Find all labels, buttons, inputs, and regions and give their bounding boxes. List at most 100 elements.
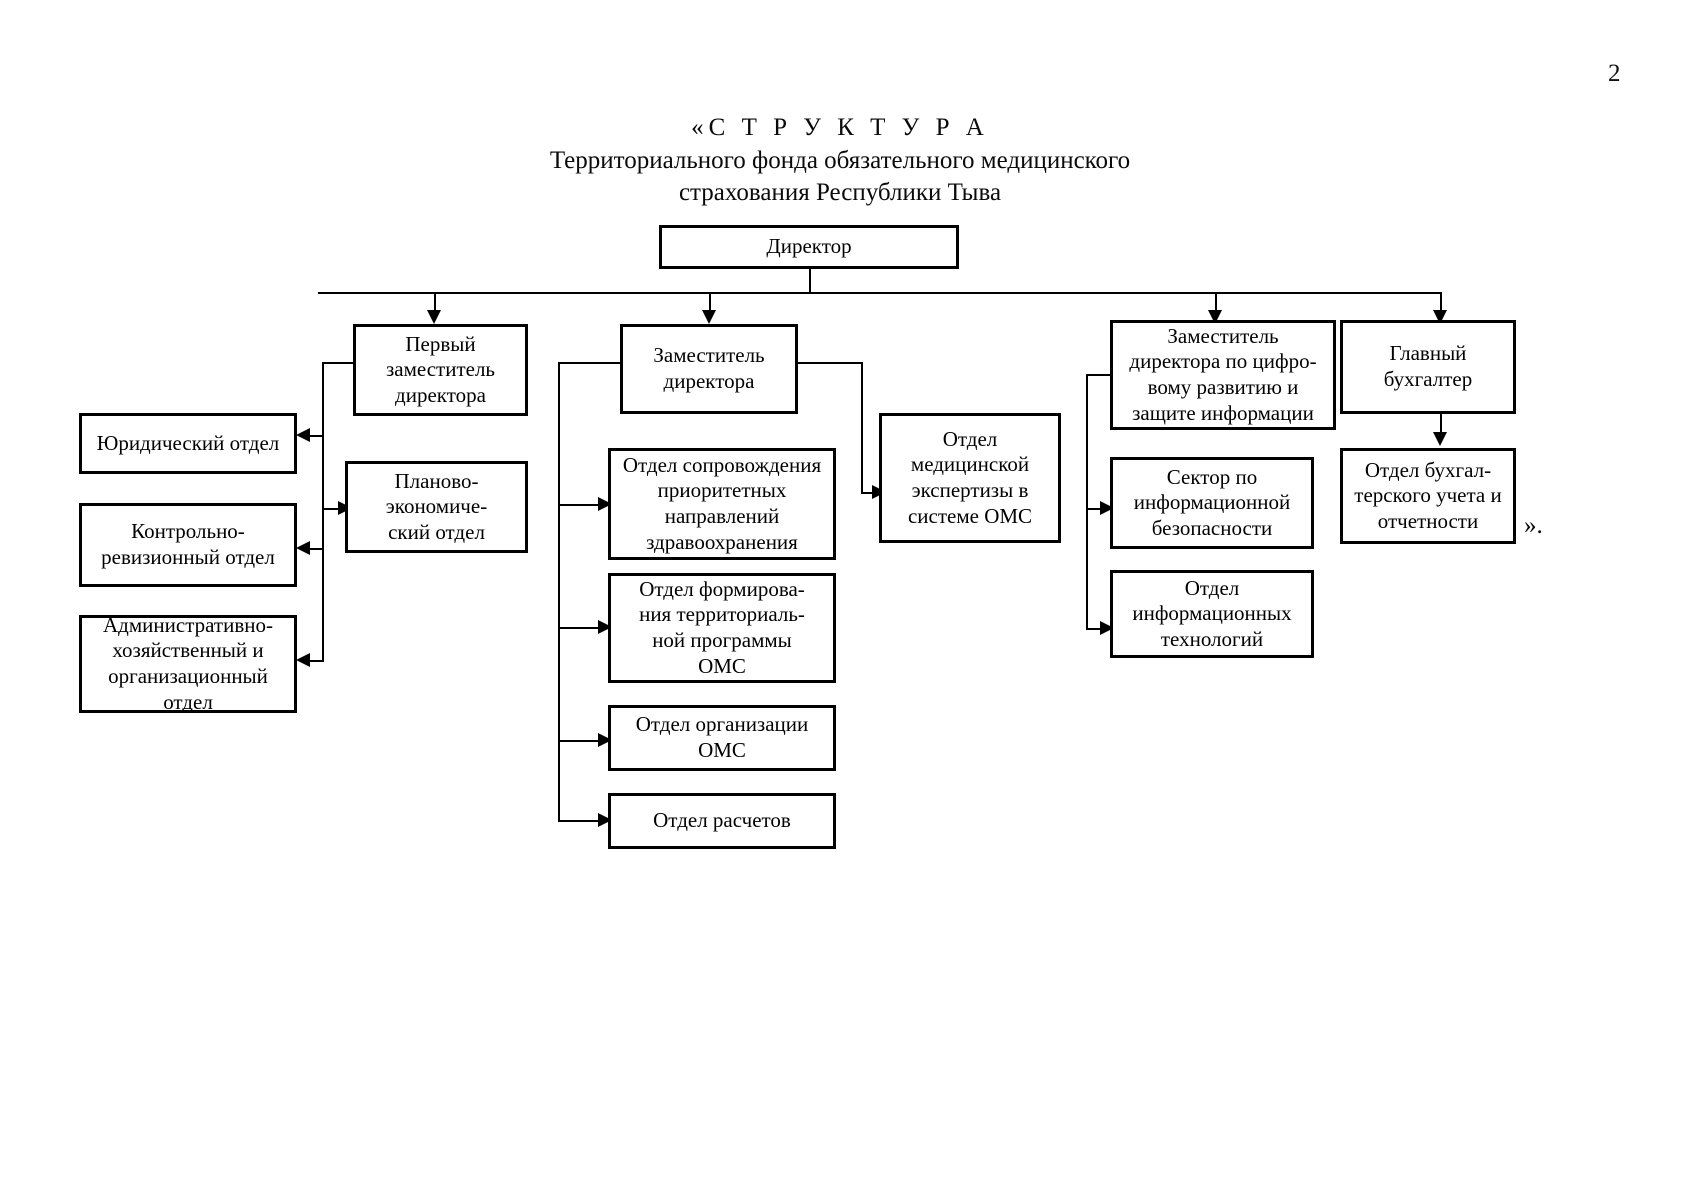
node-program-dept-line-2: ния территориаль-: [639, 602, 805, 627]
node-accounting-dept[interactable]: Отдел бухгал- терского учета и отчетност…: [1340, 448, 1516, 544]
connector-main-bus: [318, 292, 1442, 294]
node-infosec-line-1: Сектор по: [1166, 464, 1258, 489]
node-planning-dept-line-1: Планово-: [394, 468, 479, 493]
node-priority-dept[interactable]: Отдел сопровождения приоритетных направл…: [608, 448, 836, 560]
node-admin-dept-line-1: Административно-: [103, 612, 273, 637]
node-it-dept[interactable]: Отдел информационных технологий: [1110, 570, 1314, 658]
node-priority-dept-line-2: приоритетных: [657, 478, 787, 503]
node-deputy-digital-line-2: директора по цифро-: [1129, 349, 1317, 374]
connector-deputy-director-out-right: [797, 362, 863, 364]
connector-drop-first-deputy: [434, 292, 436, 316]
connector-director-stem: [809, 266, 811, 293]
node-admin-dept-line-2: хозяйственный и: [112, 638, 264, 663]
node-first-deputy-line-2: заместитель: [385, 357, 496, 382]
node-director-label: Директор: [766, 234, 852, 259]
connector-chief-accountant-down: [1440, 413, 1442, 440]
node-program-dept-line-1: Отдел формирова-: [639, 576, 805, 601]
node-settlements-dept-label: Отдел расчетов: [653, 808, 791, 833]
node-chief-accountant-line-2: бухгалтер: [1383, 367, 1473, 391]
node-priority-dept-line-3: направлений: [664, 504, 780, 528]
node-infosec-line-2: информационной: [1133, 490, 1291, 515]
page-number: 2: [1608, 60, 1621, 87]
node-first-deputy-line-3: директора: [395, 382, 486, 407]
connector-drop-deputy-director: [709, 292, 711, 316]
connector-med-expertise-spine: [861, 362, 863, 494]
arrow-to-accounting-dept: [1433, 432, 1447, 446]
node-deputy-digital-line-3: вому развитию и: [1147, 375, 1299, 399]
connector-drop-deputy-digital: [1215, 292, 1217, 316]
connector-to-planning-dept: [322, 508, 342, 510]
arrow-to-legal-dept: [296, 428, 310, 442]
connector-drop-chief-accountant: [1440, 292, 1442, 316]
node-audit-dept-line-2: ревизионный отдел: [101, 545, 275, 569]
connector-to-legal-dept: [302, 435, 324, 437]
connector-deputy-director-out-left: [558, 362, 620, 364]
connector-to-audit-dept: [302, 548, 324, 550]
node-med-expertise-line-3: экспертизы в: [911, 478, 1029, 502]
node-settlements-dept[interactable]: Отдел расчетов: [608, 793, 836, 849]
node-oms-org-dept[interactable]: Отдел организации ОМС: [608, 705, 836, 771]
node-priority-dept-line-1: Отдел сопровождения: [622, 452, 822, 477]
node-accounting-line-2: терского учета и: [1354, 483, 1502, 508]
node-chief-accountant-line-1: Главный: [1389, 341, 1467, 366]
connector-to-settlements-dept: [558, 820, 606, 822]
connector-deputy-digital-out: [1086, 374, 1118, 376]
node-deputy-digital-line-1: Заместитель: [1167, 323, 1279, 348]
node-deputy-director-line-1: Заместитель: [653, 343, 765, 368]
node-oms-org-dept-line-2: ОМС: [698, 738, 746, 762]
connector-left-spine: [322, 362, 324, 662]
node-program-dept[interactable]: Отдел формирова- ния территориаль- ной п…: [608, 573, 836, 683]
node-admin-dept-line-3: организационный: [108, 664, 268, 688]
arrow-to-audit-dept: [296, 541, 310, 555]
document-title: «С Т Р У К Т У Р А Территориального фонд…: [430, 112, 1250, 210]
node-first-deputy-line-1: Первый: [405, 331, 476, 356]
node-deputy-director-line-2: директора: [663, 369, 755, 393]
arrow-to-first-deputy: [427, 310, 441, 324]
node-first-deputy[interactable]: Первый заместитель директора: [353, 324, 528, 416]
connector-to-infosec-sector: [1086, 508, 1108, 510]
node-program-dept-line-4: ОМС: [698, 653, 746, 678]
node-planning-dept-line-3: ский отдел: [388, 519, 485, 544]
node-audit-dept[interactable]: Контрольно- ревизионный отдел: [79, 503, 297, 587]
node-legal-dept[interactable]: Юридический отдел: [79, 413, 297, 474]
title-line-2: Территориального фонда обязательного мед…: [549, 146, 1131, 174]
node-admin-dept[interactable]: Административно- хозяйственный и организ…: [79, 612, 297, 714]
node-planning-dept-line-2: экономиче-: [385, 494, 488, 519]
node-deputy-digital[interactable]: Заместитель директора по цифро- вому раз…: [1110, 320, 1336, 430]
node-planning-dept[interactable]: Планово- экономиче- ский отдел: [345, 461, 528, 553]
arrow-to-admin-dept: [296, 653, 310, 667]
closing-quote-mark: ».: [1524, 512, 1543, 539]
node-infosec-sector[interactable]: Сектор по информационной безопасности: [1110, 457, 1314, 549]
node-priority-dept-line-4: здравоохранения: [646, 529, 798, 554]
node-it-dept-line-1: Отдел: [1184, 575, 1240, 600]
node-med-expertise-line-4: системе ОМС: [907, 503, 1033, 528]
node-med-expertise-line-1: Отдел: [942, 426, 998, 451]
node-audit-dept-line-1: Контрольно-: [131, 519, 245, 544]
node-legal-dept-label: Юридический отдел: [96, 430, 280, 455]
node-it-dept-line-3: технологий: [1160, 626, 1264, 651]
node-med-expertise-line-2: медицинской: [910, 452, 1030, 477]
node-chief-accountant[interactable]: Главный бухгалтер: [1340, 320, 1516, 414]
node-program-dept-line-3: ной программы: [652, 628, 792, 652]
connector-to-program-dept: [558, 627, 606, 629]
node-director[interactable]: Директор: [659, 225, 959, 269]
connector-to-it-dept: [1086, 628, 1108, 630]
connector-to-med-expertise: [861, 492, 879, 494]
node-oms-org-dept-line-1: Отдел организации: [635, 712, 809, 737]
connector-to-admin-dept: [302, 660, 324, 662]
node-deputy-digital-line-4: защите информации: [1132, 400, 1314, 425]
node-accounting-line-3: отчетности: [1377, 508, 1479, 533]
title-line-1: «С Т Р У К Т У Р А: [691, 114, 989, 141]
connector-center-spine: [558, 362, 560, 822]
connector-digital-spine: [1086, 374, 1088, 630]
node-it-dept-line-2: информационных: [1132, 601, 1292, 626]
node-med-expertise-dept[interactable]: Отдел медицинской экспертизы в системе О…: [879, 413, 1061, 543]
title-line-3: страхования Республики Тыва: [678, 179, 1002, 206]
node-accounting-line-1: Отдел бухгал-: [1364, 457, 1492, 482]
node-deputy-director[interactable]: Заместитель директора: [620, 324, 798, 414]
arrow-to-deputy-director: [702, 310, 716, 324]
connector-to-priority-dept: [558, 504, 606, 506]
node-admin-dept-line-4: отдел: [163, 689, 213, 714]
node-infosec-line-3: безопасности: [1151, 515, 1273, 540]
